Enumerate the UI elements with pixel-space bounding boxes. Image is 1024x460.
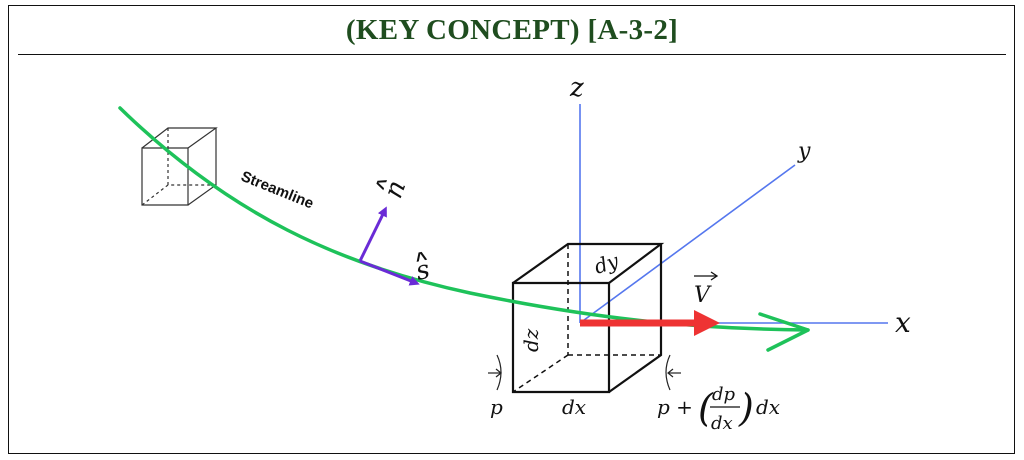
svg-text:p +: p +: [657, 395, 693, 419]
svg-text:V: V: [694, 283, 712, 308]
coordinate-axes: [579, 104, 888, 324]
svg-text:dp: dp: [712, 384, 736, 405]
y-axis-label: y: [797, 139, 811, 164]
p-right-expression: p + ( dp dx ) dx: [657, 384, 780, 434]
svg-text:dx: dx: [711, 413, 733, 434]
streamline-arrowhead-icon: [758, 312, 810, 352]
svg-text:dx: dx: [756, 395, 780, 419]
streamline-curve: [118, 106, 810, 352]
dx-label: dx: [562, 395, 586, 419]
z-axis-label: z: [569, 73, 584, 103]
control-volume-cube: [511, 242, 665, 394]
page-title: (KEY CONCEPT) [A-3-2]: [345, 14, 679, 46]
n-hat-label: n ^: [372, 175, 412, 202]
svg-text:): ): [738, 386, 754, 430]
title-divider: [18, 54, 1006, 55]
y-axis: [579, 164, 796, 324]
p-left-label: p: [490, 395, 503, 419]
dz-label: dz: [519, 328, 543, 352]
right-pressure-arrow-icon: [665, 354, 671, 391]
pressure-arrows: [488, 354, 681, 391]
n-hat-arrow: [358, 206, 387, 262]
velocity-vector: [580, 310, 720, 336]
diagram-frame: [8, 5, 1015, 454]
dy-label: dy: [591, 248, 622, 278]
svg-text:^: ^: [414, 248, 430, 272]
svg-text:s: s: [413, 255, 432, 287]
unit-vectors: [358, 206, 420, 286]
streamline-label: Streamline: [239, 168, 316, 212]
velocity-label: V: [694, 271, 719, 308]
s-hat-label: s ^: [413, 248, 432, 287]
s-hat-arrow: [359, 259, 420, 286]
svg-text:(: (: [698, 386, 714, 430]
x-axis-label: x: [895, 306, 911, 339]
